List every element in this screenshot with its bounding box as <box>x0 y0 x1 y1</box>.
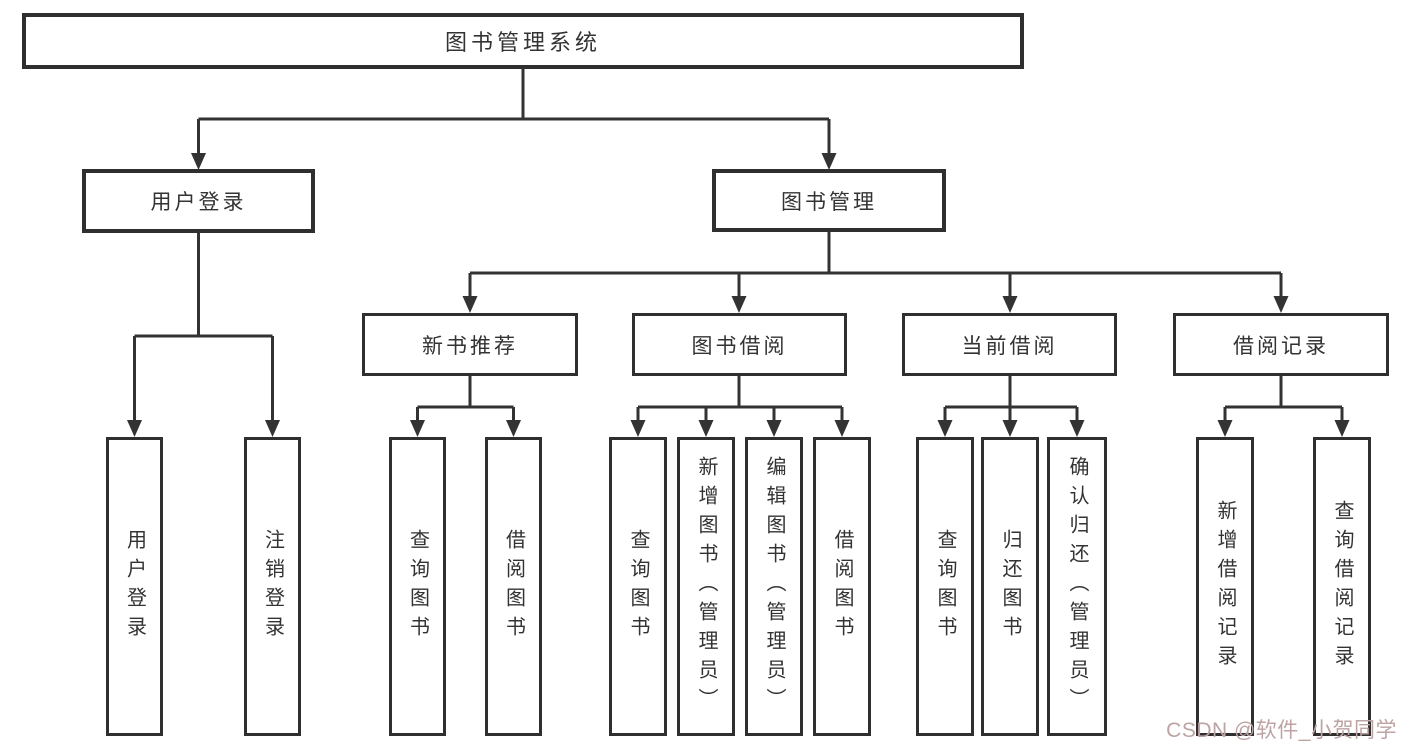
leaf-add-borrow-record: 新增借阅记录 <box>1196 437 1254 736</box>
leaf-add-borrow-record-label: 新增借阅记录 <box>1214 499 1236 674</box>
node-current-borrow: 当前借阅 <box>902 313 1117 376</box>
leaf-edit-books-admin: 编辑图书（管理员） <box>745 437 803 736</box>
node-new-book-recommend: 新书推荐 <box>362 313 578 376</box>
node-book-management: 图书管理 <box>712 169 946 232</box>
leaf-borrow-books-recommend-label: 借阅图书 <box>502 528 525 645</box>
leaf-query-books-borrow-label: 查询图书 <box>627 528 649 645</box>
leaf-add-books-admin-label: 新增图书（管理员） <box>695 456 717 717</box>
leaf-user-login: 用户登录 <box>106 437 163 736</box>
leaf-logout-label: 注销登录 <box>261 528 284 645</box>
leaf-add-books-admin: 新增图书（管理员） <box>677 437 735 736</box>
leaf-confirm-return-admin: 确认归还（管理员） <box>1047 437 1107 736</box>
leaf-return-books: 归还图书 <box>981 437 1039 736</box>
leaf-borrow-books-recommend: 借阅图书 <box>485 437 542 736</box>
node-borrow-records: 借阅记录 <box>1173 313 1389 376</box>
leaf-user-login-label: 用户登录 <box>123 528 146 645</box>
node-book-borrow: 图书借阅 <box>632 313 847 376</box>
leaf-query-borrow-record-label: 查询借阅记录 <box>1331 499 1353 674</box>
tree-edges <box>133 69 1344 421</box>
leaf-query-borrow-record: 查询借阅记录 <box>1313 437 1371 736</box>
node-root-library-system: 图书管理系统 <box>22 13 1024 69</box>
arrowhead-group <box>127 153 1350 437</box>
leaf-borrow-books: 借阅图书 <box>813 437 871 736</box>
leaf-query-books-borrow: 查询图书 <box>609 437 667 736</box>
leaf-query-books-current-label: 查询图书 <box>934 528 956 645</box>
leaf-confirm-return-admin-label: 确认归还（管理员） <box>1066 456 1088 717</box>
node-user-login: 用户登录 <box>82 169 315 233</box>
leaf-logout: 注销登录 <box>244 437 301 736</box>
leaf-return-books-label: 归还图书 <box>999 528 1021 645</box>
leaf-query-books-recommend-label: 查询图书 <box>406 528 429 645</box>
leaf-borrow-books-label: 借阅图书 <box>831 528 853 645</box>
leaf-query-books-recommend: 查询图书 <box>389 437 446 736</box>
leaf-query-books-current: 查询图书 <box>916 437 974 736</box>
leaf-edit-books-admin-label: 编辑图书（管理员） <box>763 456 785 717</box>
